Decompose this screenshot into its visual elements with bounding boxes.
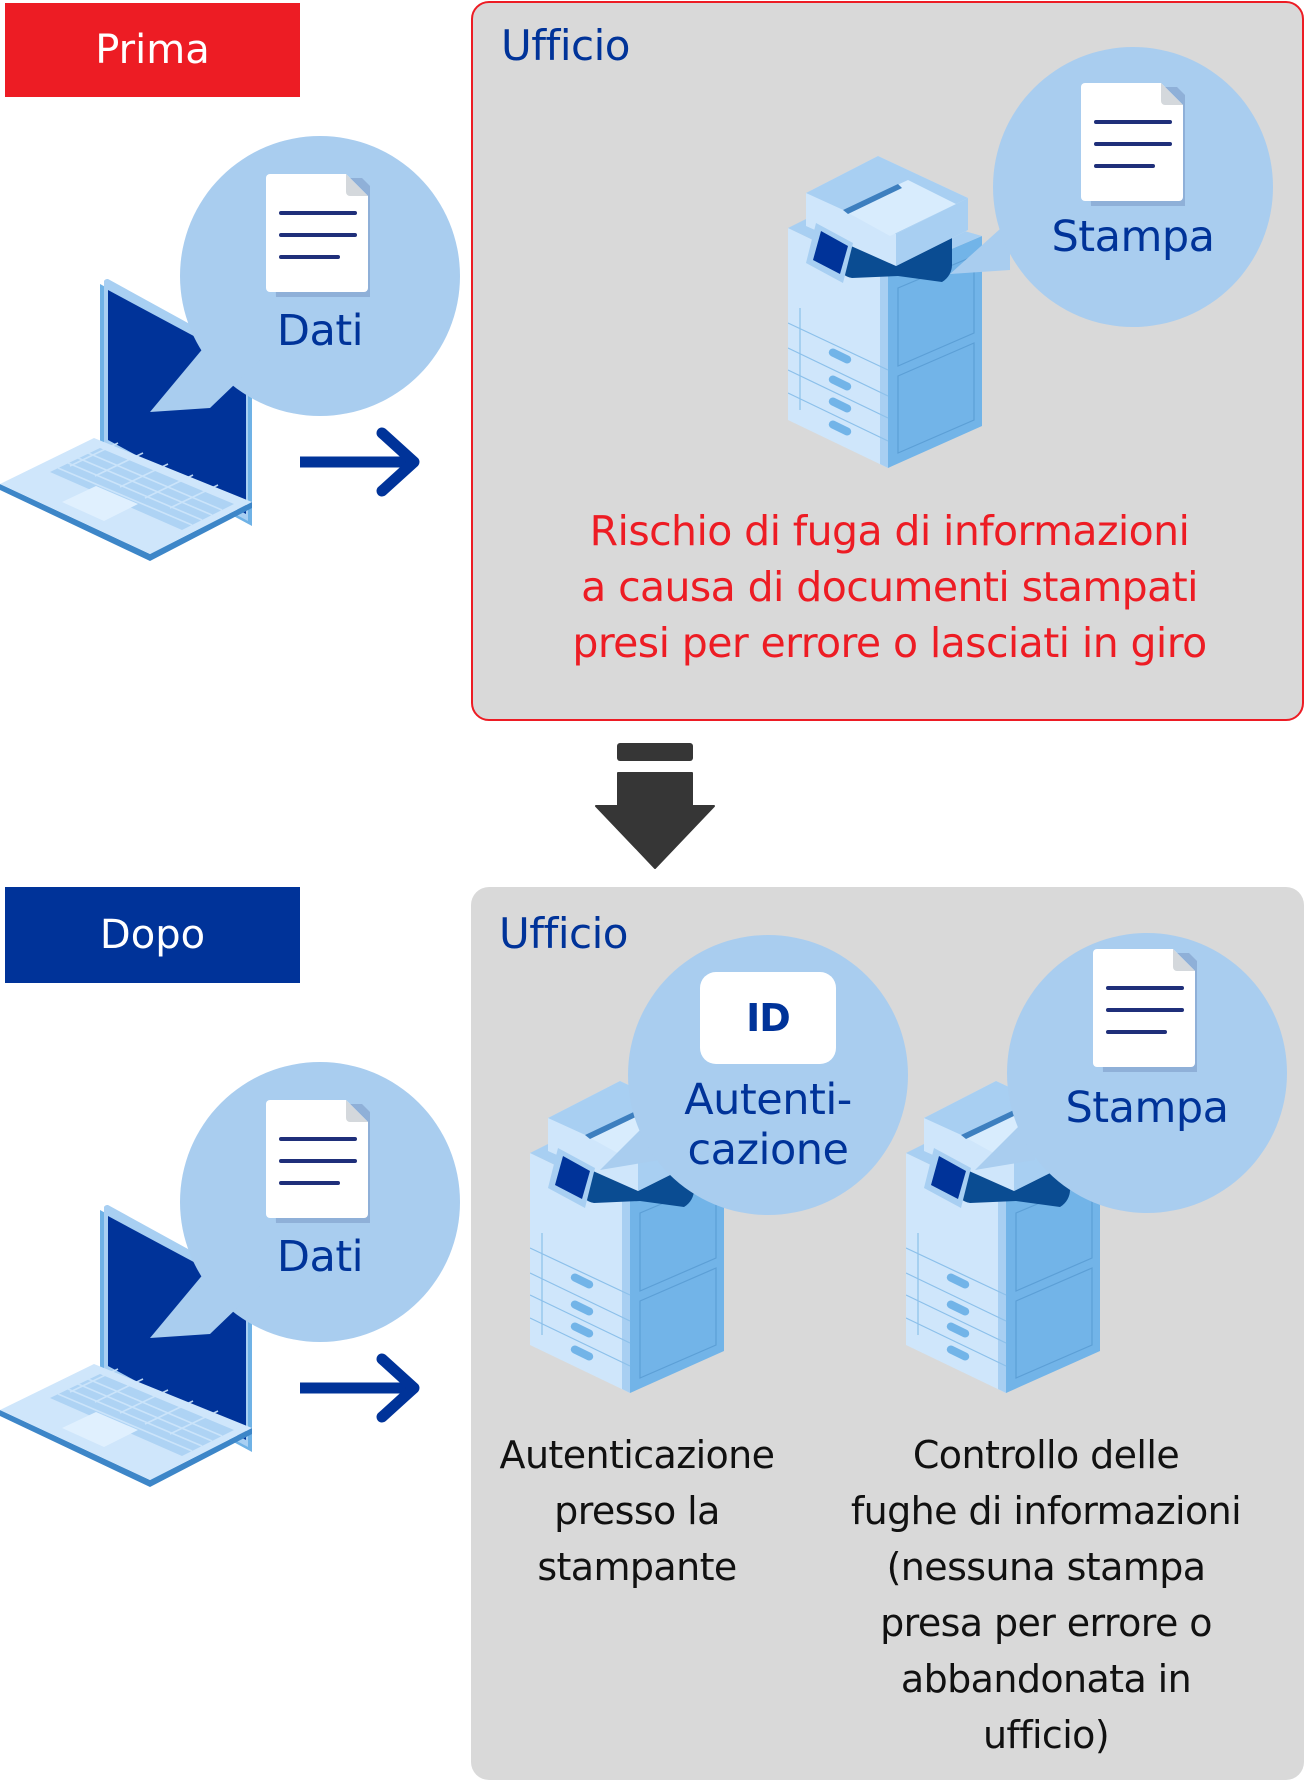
id-badge-text: ID (746, 996, 791, 1040)
auth-label-line: Autenti- (684, 1075, 852, 1125)
arrow-down-icon (595, 743, 715, 869)
after-label-text: Dopo (99, 912, 206, 958)
data-bubble-label: Dati (276, 1232, 364, 1282)
data-bubble-label: Dati (276, 306, 364, 356)
document-icon (1093, 949, 1197, 1074)
printer-icon (788, 148, 982, 468)
caption-line: presso la (554, 1489, 720, 1533)
caption-line: abbandonata in (900, 1657, 1192, 1701)
caption-authentication: Autenticazione presso la stampante (487, 1427, 787, 1595)
bubble-tail (150, 340, 260, 412)
caption-line: ufficio) (982, 1713, 1110, 1757)
bubble-tail (950, 220, 1010, 274)
before-label-text: Prima (95, 27, 210, 73)
risk-line: presi per errore o lasciati in giro (572, 619, 1207, 667)
caption-line: presa per errore o (880, 1601, 1212, 1645)
caption-line: (nessuna stampa (886, 1545, 1206, 1589)
caption-line: fughe di informazioni (850, 1489, 1242, 1533)
office-title: Ufficio (501, 21, 630, 70)
risk-message: Rischio di fuga di informazioni a causa … (473, 503, 1306, 671)
risk-line: a causa di documenti stampati (581, 563, 1198, 611)
auth-speech-bubble: ID Autenti- cazione (628, 935, 908, 1215)
print-speech-bubble: Stampa (1007, 933, 1287, 1213)
arrow-right-icon (300, 1353, 424, 1423)
risk-line: Rischio di fuga di informazioni (589, 507, 1190, 555)
bubble-tail (150, 1266, 260, 1338)
caption-line: Autenticazione (499, 1433, 776, 1477)
document-icon (266, 1100, 370, 1225)
print-bubble-label: Stampa (1065, 1083, 1229, 1133)
document-icon (266, 174, 370, 299)
print-speech-bubble: Stampa (993, 47, 1273, 327)
before-label: Prima (5, 3, 300, 97)
caption-line: stampante (537, 1545, 737, 1589)
print-bubble-label: Stampa (1051, 212, 1215, 262)
caption-line: Controllo delle (912, 1433, 1180, 1477)
document-icon (1081, 83, 1185, 208)
id-card-icon: ID (700, 972, 836, 1064)
after-label: Dopo (5, 887, 300, 983)
auth-bubble-label: Autenti- cazione (628, 1075, 908, 1175)
auth-label-line: cazione (687, 1125, 849, 1175)
caption-leak-control: Controllo delle fughe di informazioni (n… (791, 1427, 1301, 1763)
office-title: Ufficio (499, 909, 628, 958)
arrow-right-icon (300, 427, 424, 497)
office-panel-before: Ufficio Rischio di fuga di informazioni … (471, 1, 1304, 721)
